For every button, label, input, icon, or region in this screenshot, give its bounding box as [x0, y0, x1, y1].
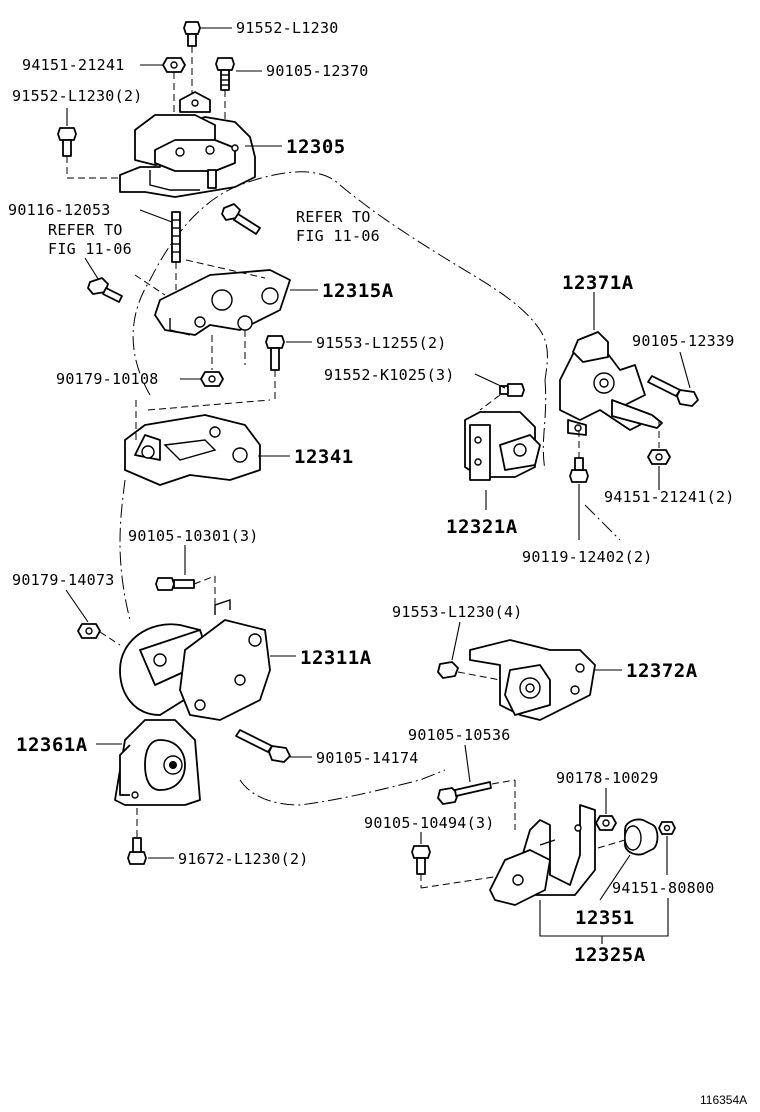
label-90116-12053: 90116-12053 [8, 201, 111, 219]
label-90119-12402: 90119-12402(2) [522, 548, 653, 566]
label-12325a: 12325A [574, 944, 646, 966]
bolt-90119-12402 [569, 430, 589, 483]
label-12361a: 12361A [16, 734, 88, 756]
label-12372a: 12372A [626, 660, 698, 682]
bracket-12311a [119, 599, 271, 721]
label-94151-80800: 94151-80800 [612, 879, 715, 897]
label-12311a: 12311A [300, 647, 372, 669]
mount-12361a [114, 719, 201, 806]
bracket-12341 [124, 399, 271, 486]
label-91552-l1230-2: 91552-L1230(2) [12, 87, 143, 105]
mount-12372a [469, 639, 596, 721]
label-90105-14174: 90105-14174 [316, 749, 419, 767]
label-91553-l1255: 91553-L1255(2) [316, 334, 447, 352]
bolt-91672-l1230 [127, 808, 147, 865]
nut-90178-10029 [595, 815, 617, 831]
nut-94151-80800 [658, 821, 676, 835]
bolt-91552-k1025 [479, 383, 525, 411]
bolt-90105-10536 [437, 779, 516, 830]
label-94151-21241-2: 94151-21241(2) [604, 488, 735, 506]
illustration-id: 116354A [700, 1093, 747, 1107]
bolt-90105-14174 [235, 729, 291, 763]
bolt-91552-l1230-top [183, 21, 201, 110]
label-90105-12370: 90105-12370 [266, 62, 369, 80]
label-12351: 12351 [575, 907, 635, 929]
label-90178-10029: 90178-10029 [556, 769, 659, 787]
bolt-90105-10301 [155, 575, 216, 610]
bolt-91553-l1230-4 [437, 661, 501, 681]
label-12305: 12305 [286, 136, 346, 158]
bracket-12315a [134, 259, 291, 370]
lower-connection-dashdot [239, 769, 446, 806]
nut-94151-21241-right [647, 420, 671, 465]
bolt-refer-right [221, 203, 261, 235]
engine-outline-dashdot-lower [542, 379, 547, 471]
mount-12371a [559, 331, 663, 436]
label-refer-to-left-2: FIG 11-06 [48, 240, 132, 258]
bolt-90105-12339 [647, 375, 699, 407]
label-12315a: 12315A [322, 280, 394, 302]
nut-90179-10108 [200, 371, 224, 387]
label-91552-k1025: 91552-K1025(3) [324, 366, 455, 384]
label-90105-10301: 90105-10301(3) [128, 527, 259, 545]
label-91553-l1230-4: 91553-L1230(4) [392, 603, 523, 621]
label-91552-l1230-top: 91552-L1230 [236, 19, 339, 37]
stud-90116-12053 [171, 211, 181, 290]
label-12321a: 12321A [446, 516, 518, 538]
label-90179-14073: 90179-14073 [12, 571, 115, 589]
label-94151-21241: 94151-21241 [22, 56, 125, 74]
bracket-12321a [464, 411, 541, 481]
label-refer-to-right-2: FIG 11-06 [296, 227, 380, 245]
nut-90179-14073 [77, 623, 121, 646]
bushing-12351 [624, 818, 659, 856]
bracket-12325a [489, 804, 596, 906]
lower-right-dashdot [584, 504, 621, 541]
engine-outline-dashdot [132, 171, 548, 396]
left-dashdot-trail [119, 479, 131, 621]
label-refer-to-left-1: REFER TO [48, 221, 123, 239]
label-12341: 12341 [294, 446, 354, 468]
label-90105-12339: 90105-12339 [632, 332, 735, 350]
bolt-91553-l1255 [265, 335, 285, 400]
mount-12305 [119, 91, 256, 198]
label-91672-l1230: 91672-L1230(2) [178, 850, 309, 868]
label-90105-10536: 90105-10536 [408, 726, 511, 744]
label-12371a: 12371A [562, 272, 634, 294]
bolt-refer-left [87, 277, 123, 303]
label-90105-10494: 90105-10494(3) [364, 814, 495, 832]
bolt-91552-l1230-left [57, 127, 130, 179]
label-refer-to-right-1: REFER TO [296, 208, 371, 226]
label-90179-10108: 90179-10108 [56, 370, 159, 388]
bolt-90105-10494 [411, 845, 501, 889]
